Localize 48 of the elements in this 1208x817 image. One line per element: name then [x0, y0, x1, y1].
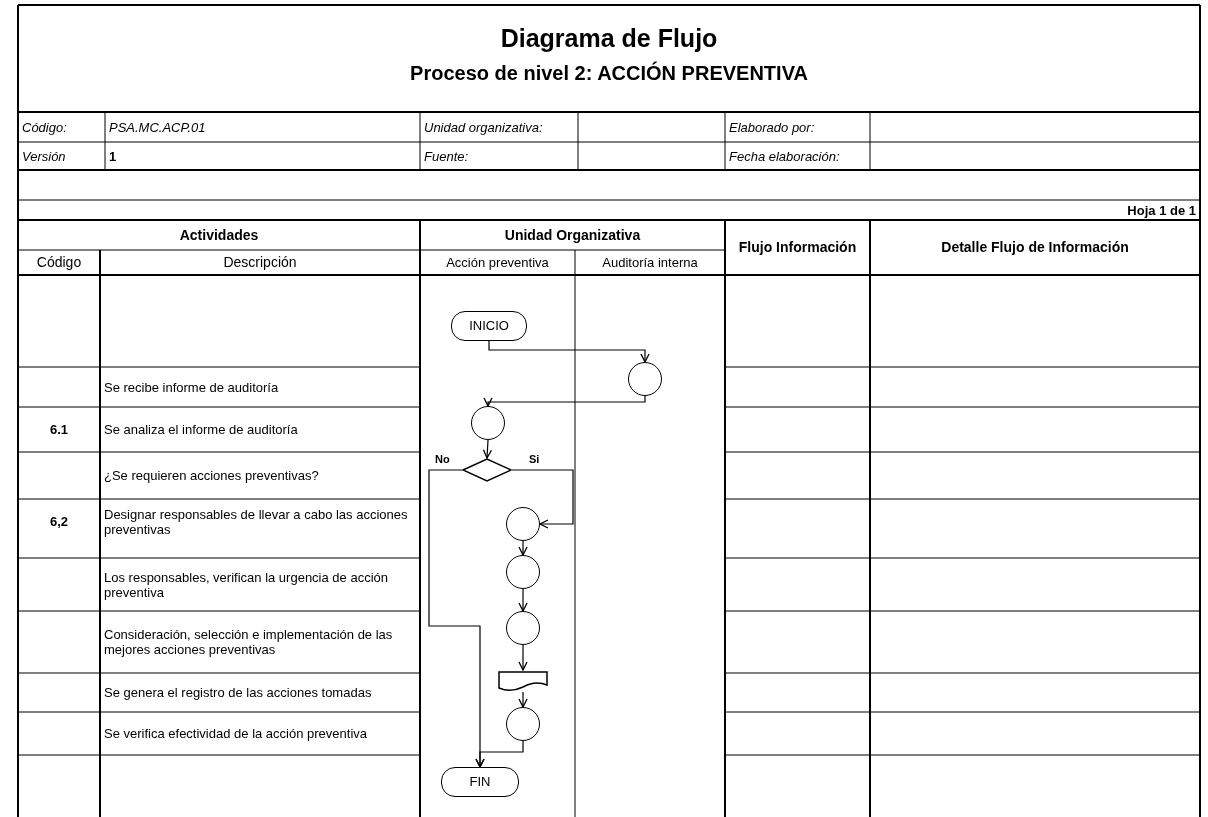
field-label: Fuente:: [423, 147, 470, 166]
terminal-shape: FIN: [441, 767, 519, 797]
activity-description: Se verifica efectividad de la acción preventiva: [103, 725, 369, 743]
activity-description: ¿Se requieren acciones preventivas?: [103, 467, 320, 485]
arrow: [482, 439, 493, 459]
activity-description: Se recibe informe de auditoría: [103, 378, 280, 397]
arrow: [428, 469, 485, 768]
document-shape: [498, 670, 548, 692]
column-header: Código: [35, 253, 83, 272]
column-header: Unidad Organizativa: [503, 225, 642, 245]
field-label: Versión: [21, 147, 67, 166]
activity-description: Los responsables, verifican la urgencia de acción preventiva: [103, 568, 389, 602]
column-header: Detalle Flujo de Información: [940, 238, 1130, 257]
terminal-shape: INICIO: [451, 311, 527, 341]
diagram-subtitle: Proceso de nivel 2: ACCIÓN PREVENTIVA: [409, 60, 809, 86]
arrow: [511, 469, 574, 529]
arrow: [518, 644, 528, 671]
process-circle: [506, 707, 540, 741]
activity-code: 6,2: [48, 513, 70, 531]
process-circle: [506, 611, 540, 645]
activity-description: Consideración, selección e implementación de las mejores acciones preventivas: [103, 626, 394, 659]
field-value: 1: [108, 147, 118, 166]
column-header: Actividades: [178, 225, 260, 245]
arrow: [518, 540, 528, 556]
arrow: [483, 395, 646, 407]
diagram-title: Diagrama de Flujo: [499, 23, 719, 54]
process-circle: [471, 406, 505, 440]
activity-description: Se genera el registro de las acciones tomadas: [103, 684, 373, 702]
process-circle: [628, 362, 662, 396]
activity-description: Designar responsables de llevar a cabo las acciones preventivas: [103, 505, 409, 539]
activity-code: 6.1: [48, 421, 70, 439]
arrow: [518, 588, 528, 612]
column-header: Descripción: [222, 253, 298, 272]
field-label: Elaborado por:: [728, 118, 816, 137]
arrow: [518, 691, 528, 708]
page-number: Hoja 1 de 1: [1126, 201, 1197, 220]
lane-header: Acción preventiva: [445, 254, 550, 272]
lane-header: Auditoría interna: [601, 254, 699, 272]
decision-diamond: [462, 458, 512, 482]
field-label: Código:: [21, 118, 68, 137]
column-header: Flujo Información: [737, 238, 858, 257]
arrow: [488, 340, 650, 363]
field-value: PSA.MC.ACP.01: [108, 118, 207, 137]
field-label: Fecha elaboración:: [728, 147, 841, 166]
process-circle: [506, 507, 540, 541]
process-circle: [506, 555, 540, 589]
field-label: Unidad organizativa:: [423, 118, 544, 137]
activity-description: Se analiza el informe de auditoría: [103, 421, 299, 439]
